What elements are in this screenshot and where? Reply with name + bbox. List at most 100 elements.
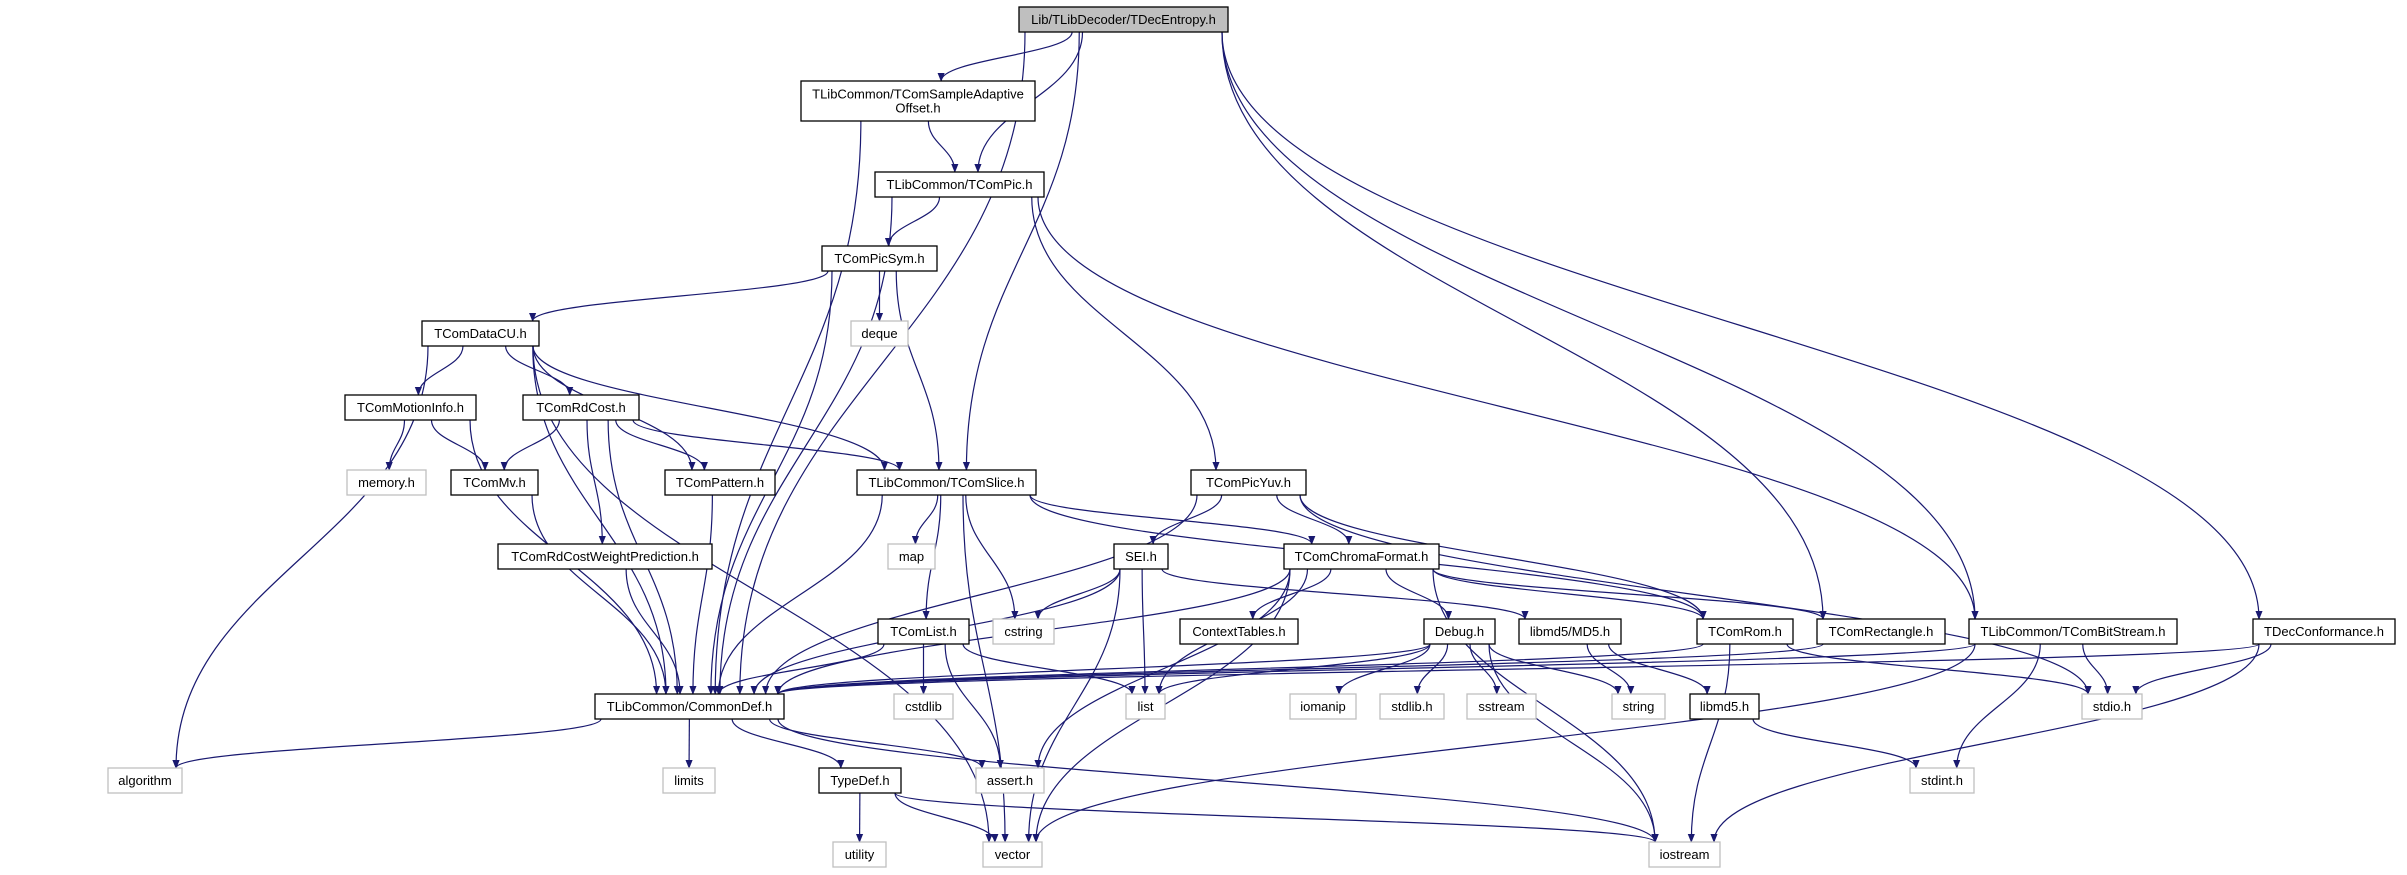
node-mv[interactable]: TComMv.h [450,469,539,496]
node-label: deque [861,326,897,341]
node-vector: vector [982,841,1043,868]
node-box [1466,693,1537,720]
node-box [1289,693,1357,720]
node-rdwp[interactable]: TComRdCostWeightPrediction.h [497,543,713,570]
node-root[interactable]: Lib/TLibDecoder/TDecEntropy.h [1018,6,1229,33]
node-pic[interactable]: TLibCommon/TComPic.h [874,171,1045,198]
node-box [1696,618,1794,645]
node-list_h[interactable]: TComList.h [877,618,970,645]
node-ctxtables[interactable]: ContextTables.h [1179,618,1299,645]
edge-pic-to-bitstream [1037,196,1979,620]
node-box [1190,469,1307,496]
edge-pic-to-picyuv [1031,196,1220,471]
node-motion[interactable]: TComMotionInfo.h [344,394,477,421]
node-box [1423,618,1496,645]
node-box [877,618,970,645]
edge-bitstream-to-commondef [774,643,1976,695]
node-box [1816,618,1946,645]
node-algorithm: algorithm [107,767,183,794]
node-box [1689,693,1760,720]
node-label: TLibCommon/TComPic.h [887,177,1033,192]
node-sei[interactable]: SEI.h [1113,543,1169,570]
node-label: TComMv.h [463,475,526,490]
node-utility: utility [832,841,887,868]
node-label: iostream [1660,847,1710,862]
node-label: Lib/TLibDecoder/TDecEntropy.h [1031,12,1216,27]
node-box [1518,618,1622,645]
node-label: assert.h [987,773,1033,788]
node-typedef[interactable]: TypeDef.h [818,767,902,794]
node-stdio: stdio.h [2081,693,2143,720]
node-bitstream[interactable]: TLibCommon/TComBitStream.h [1968,618,2178,645]
edge-root-to-conf [1221,31,2263,620]
edge-pattern-to-commondef [689,494,713,695]
node-assert: assert.h [975,767,1045,794]
node-label: stdint.h [1921,773,1963,788]
node-box [522,394,640,421]
node-box [594,693,785,720]
edge-commondef-to-typedef [731,718,845,769]
node-label: sstream [1478,699,1524,714]
node-label: TDecConformance.h [2264,624,2384,639]
node-box [450,469,539,496]
edge-motion-to-mv [430,419,489,471]
node-label: string [1623,699,1655,714]
edge-conf-to-commondef [774,643,2260,695]
edge-sao-to-pic [927,120,959,173]
edge-libmd5-to-stdint [1752,718,1920,769]
edge-chroma-to-rect [1432,568,1827,620]
node-picsym[interactable]: TComPicSym.h [821,245,938,272]
node-label: libmd5.h [1700,699,1749,714]
node-label: SEI.h [1125,549,1157,564]
node-rdcost[interactable]: TComRdCost.h [522,394,640,421]
node-libmd5[interactable]: libmd5.h [1689,693,1760,720]
edge-pic-to-commondef [716,196,893,695]
node-label: stdio.h [2093,699,2131,714]
node-pattern[interactable]: TComPattern.h [664,469,776,496]
edge-picyuv-to-chroma [1276,494,1353,545]
node-box [887,543,936,570]
node-label: TComPicYuv.h [1206,475,1291,490]
node-commondef[interactable]: TLibCommon/CommonDef.h [594,693,785,720]
node-picyuv[interactable]: TComPicYuv.h [1190,469,1307,496]
node-label: TComList.h [890,624,956,639]
edge-bitstream-to-stdint [1953,643,2041,769]
node-slice[interactable]: TLibCommon/TComSlice.h [856,469,1037,496]
edge-motion-to-memory [385,419,406,471]
node-datacu[interactable]: TComDataCU.h [421,320,540,347]
node-box [1125,693,1166,720]
edge-bitstream-to-stdio [2082,643,2112,695]
node-box [2252,618,2396,645]
node-label: cstring [1004,624,1042,639]
node-box [850,320,909,347]
edge-conf-to-stdio [2132,643,2272,695]
node-sstream: sstream [1466,693,1537,720]
edge-debug-to-iostream [1488,643,1659,843]
node-box [832,841,887,868]
node-box [874,171,1045,198]
node-md5[interactable]: libmd5/MD5.h [1518,618,1622,645]
node-box [856,469,1037,496]
node-chroma[interactable]: TComChromaFormat.h [1283,543,1440,570]
edge-conf-to-iostream [1710,643,2260,843]
edge-slice-to-cstring [965,494,1019,620]
edge-chroma-to-rom [1432,568,1707,620]
node-label: algorithm [118,773,171,788]
node-iostream: iostream [1648,841,1721,868]
edge-commondef-to-algorithm [172,718,602,769]
edge-chroma-to-ctxtables [1249,568,1332,620]
node-limits: limits [662,767,716,794]
node-label: TLibCommon/TComSlice.h [868,475,1024,490]
node-box [800,80,1036,122]
node-rom[interactable]: TComRom.h [1696,618,1794,645]
edge-rom-to-stdio [1786,643,2092,695]
node-rect[interactable]: TComRectangle.h [1816,618,1946,645]
edge-root-to-bitstream [1221,31,1979,620]
node-conf[interactable]: TDecConformance.h [2252,618,2396,645]
node-label: TComChromaFormat.h [1295,549,1429,564]
node-debug[interactable]: Debug.h [1423,618,1496,645]
edge-md5-to-string [1586,643,1635,695]
edge-picyuv-to-commondef [762,494,1198,695]
node-iomanip: iomanip [1289,693,1357,720]
